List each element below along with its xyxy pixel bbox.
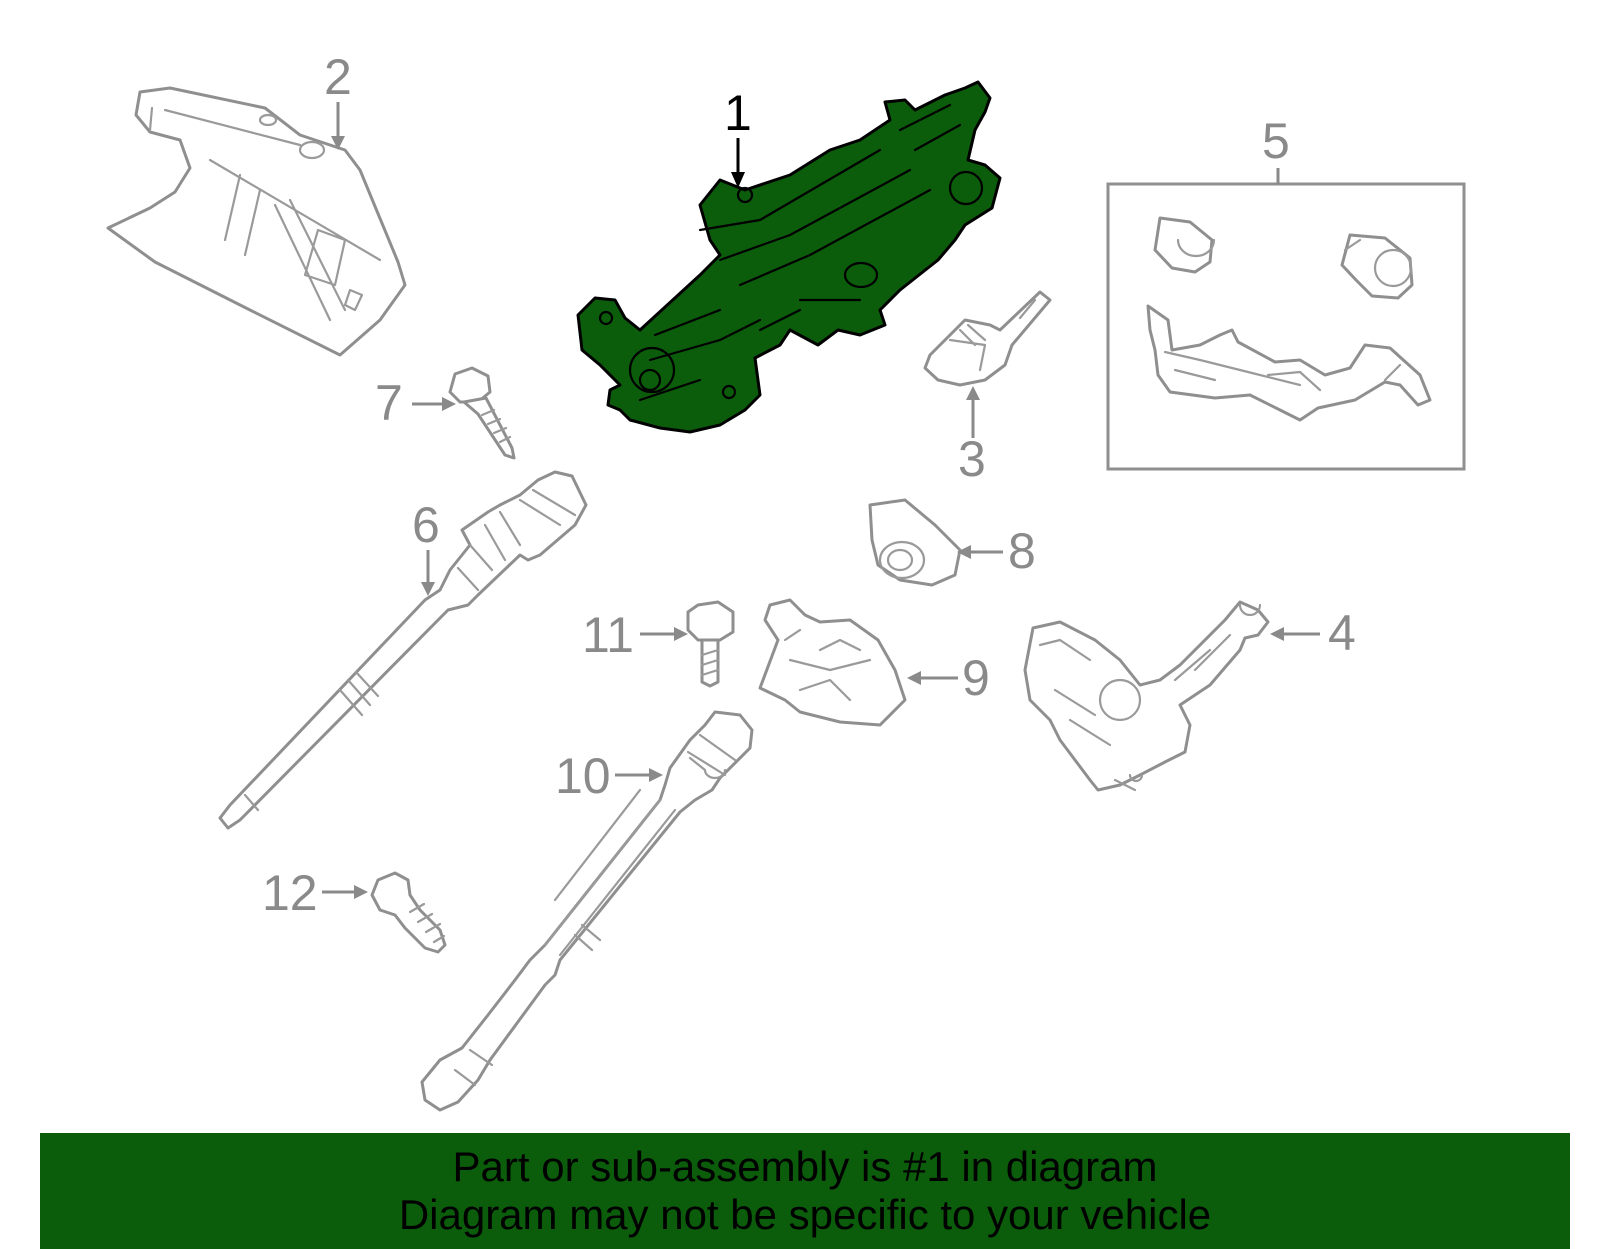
leader-lines [322, 102, 1320, 899]
part-11-bolt [686, 600, 735, 688]
part-1-steering-column [576, 80, 1002, 434]
callout-1: 1 [724, 85, 752, 141]
info-banner: Part or sub-assembly is #1 in diagram Di… [40, 1133, 1570, 1249]
callout-5: 5 [1262, 113, 1290, 169]
part-9-bracket [758, 598, 907, 727]
callout-11: 11 [582, 607, 634, 663]
callout-4: 4 [1328, 605, 1356, 661]
callout-8: 8 [1008, 523, 1036, 579]
part-12-bolt [370, 871, 447, 954]
banner-line-1: Part or sub-assembly is #1 in diagram [452, 1143, 1158, 1190]
parts-diagram: 1 2 3 4 5 6 7 8 9 10 11 12 [106, 49, 1466, 1112]
part-6-upper-shaft [218, 470, 588, 830]
part-8-bushing [868, 498, 962, 587]
callout-7: 7 [375, 375, 403, 431]
part-7-bolt [448, 366, 516, 460]
callout-6: 6 [412, 497, 440, 553]
part-3-clip [923, 290, 1052, 387]
part-2-bracket [106, 86, 407, 357]
callout-9: 9 [962, 650, 990, 706]
callout-2: 2 [324, 49, 352, 105]
part-10-lower-shaft [420, 710, 754, 1112]
callout-12: 12 [262, 865, 318, 921]
part-4-motor [1023, 600, 1270, 792]
banner-line-2: Diagram may not be specific to your vehi… [398, 1191, 1212, 1238]
callout-10: 10 [555, 748, 611, 804]
callout-3: 3 [958, 431, 986, 487]
part-5-switch-kit [1106, 168, 1466, 471]
